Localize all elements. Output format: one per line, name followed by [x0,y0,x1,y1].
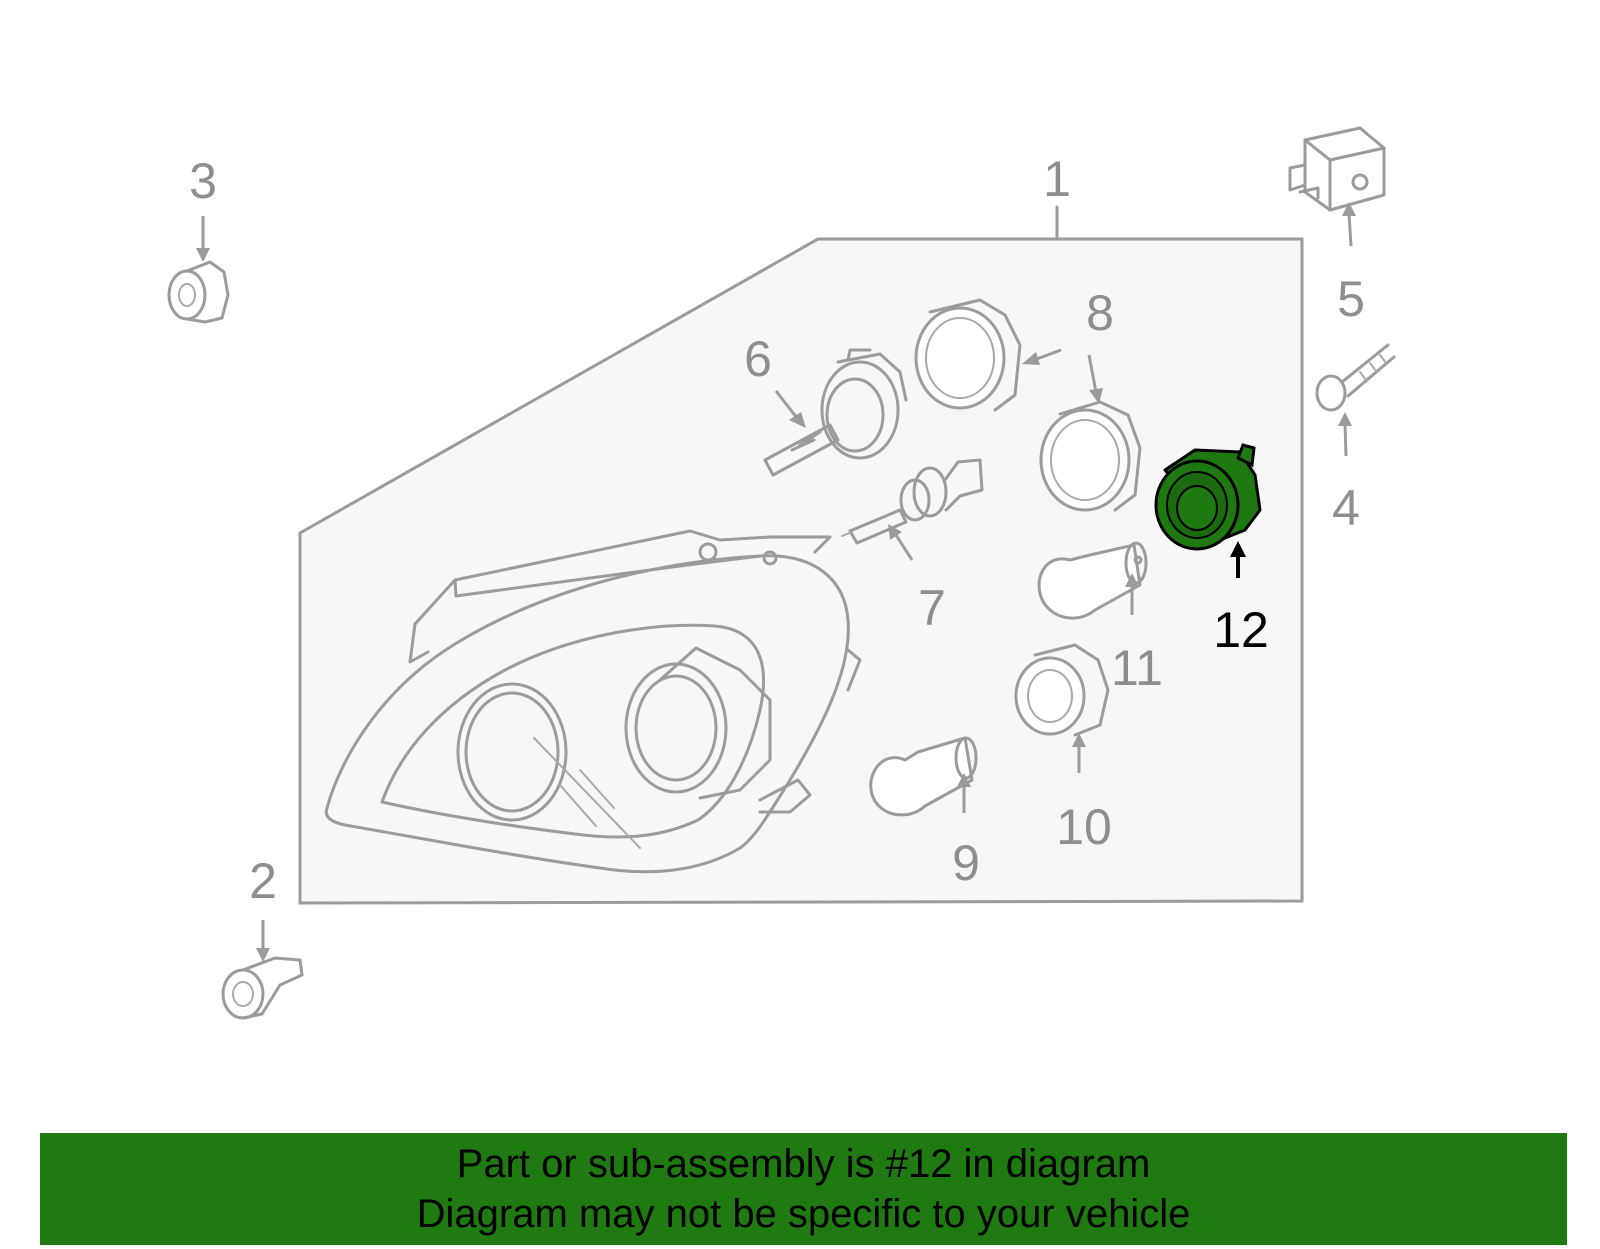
callout-1: 1 [1043,151,1071,207]
bulb-connector-part [841,458,984,545]
bulb-socket-upper [914,298,1022,412]
banner-line-1: Part or sub-assembly is #12 in diagram [456,1142,1151,1186]
callout-6: 6 [744,331,772,387]
info-banner: Part or sub-assembly is #12 in diagram D… [40,1133,1567,1245]
callout-12: 12 [1213,602,1269,658]
banner-line-2: Diagram may not be specific to your vehi… [416,1192,1191,1236]
bulb-socket-lower [1039,400,1142,512]
socket-10-part [1014,643,1110,737]
callout-9: 9 [952,835,980,891]
leader-arrows [196,202,1356,962]
callout-4: 4 [1332,480,1360,536]
highlighted-socket-part-12 [1154,443,1262,551]
assembly-panel [298,237,1304,905]
bolt-part [221,956,304,1020]
leader-arrow-12 [1230,541,1246,578]
callout-7: 7 [918,580,946,636]
callout-5: 5 [1337,271,1365,327]
callout-11: 11 [1111,640,1163,696]
headlamp-housing [324,529,862,874]
relay-part [1288,126,1386,212]
callout-2: 2 [249,853,277,909]
screw-part [1315,343,1396,412]
callout-10: 10 [1056,799,1112,855]
callout-3: 3 [189,153,217,209]
headlight-bulb-part [763,348,908,477]
callout-8: 8 [1086,285,1114,341]
push-clip-part [167,260,230,324]
